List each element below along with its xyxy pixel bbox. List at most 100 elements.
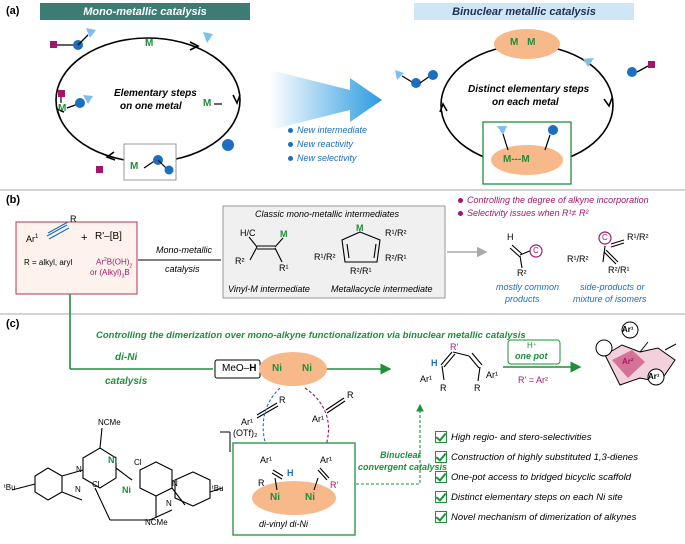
- product-h: H: [507, 232, 514, 242]
- side-r1r2-top: R¹/R²: [627, 232, 649, 242]
- advantage-reactivity: New reactivity: [288, 139, 353, 149]
- metallacycle-caption: Metallacycle intermediate: [331, 284, 433, 294]
- complex-tbu-right: ᵗBu: [212, 484, 224, 493]
- complex-n-1: N: [76, 465, 82, 474]
- diene-r-left: R: [440, 383, 447, 393]
- complex-tbu-left: ᵗBu: [4, 483, 16, 492]
- catalysis-line2: catalysis: [105, 376, 148, 387]
- vinyl-m: M: [280, 229, 288, 239]
- di-ni-complex-structure: [11, 427, 223, 521]
- alkyne2-ar: Ar¹: [312, 414, 324, 424]
- panel-b-label: (b): [6, 194, 21, 206]
- complex-ncme-top: NCMe: [98, 418, 121, 427]
- boron-def-2: or (Alkyl)3B: [90, 268, 130, 280]
- alkyne1-ar: Ar¹: [241, 417, 253, 427]
- alkyne2-r: R: [347, 390, 354, 400]
- meoh-label: MeO–H: [222, 363, 257, 374]
- divinyl-rprime: R': [330, 480, 339, 490]
- product-c: C: [533, 246, 539, 255]
- complex-ni-upper: Ni: [108, 455, 117, 465]
- diene-rprime: R': [450, 342, 459, 352]
- alkyne-r-def: R = alkyl, aryl: [24, 258, 73, 267]
- catalysis-line1: di-Ni: [115, 352, 138, 363]
- transition-arrow: [270, 70, 382, 130]
- alkyne-r: R: [70, 214, 77, 224]
- divinyl-ni-right: Ni: [305, 492, 315, 503]
- side-c: C: [602, 233, 608, 242]
- alkyne-ar: Ar1: [26, 234, 39, 244]
- check-one-pot: One-pot access to bridged bicyclic scaff…: [435, 471, 631, 483]
- complex-cl-lower: Cl: [92, 480, 100, 489]
- panel-a-label: (a): [6, 5, 20, 17]
- product-r2: R²: [517, 268, 527, 278]
- one-pot-label: one pot: [515, 351, 548, 361]
- mono-center-line2: on one metal: [120, 101, 182, 112]
- divinyl-h: H: [287, 468, 294, 478]
- issue-selectivity: Selectivity issues when R¹≠ R²: [458, 208, 588, 218]
- check-distinct-steps: Distinct elementary steps on each Ni sit…: [435, 491, 623, 503]
- boron-reagent: R'–[B]: [95, 231, 122, 242]
- complex-n-2: N: [75, 485, 81, 494]
- check-mechanism: Novel mechanism of dimerization of alkyn…: [435, 511, 636, 523]
- route-mono-2: catalysis: [165, 264, 200, 274]
- complex-counterion: (OTf)₂: [233, 428, 258, 438]
- metal-left: M: [58, 103, 67, 114]
- complex-n-3: N: [172, 479, 178, 488]
- common-products-2: products: [505, 294, 540, 304]
- metallacycle-m: M: [356, 223, 364, 233]
- check-selectivity: High regio- and stero-selectivities: [435, 431, 591, 443]
- ni-left: Ni: [272, 363, 282, 374]
- advantage-intermediate: New intermediate: [288, 125, 367, 135]
- diene-h: H: [431, 358, 438, 368]
- side-r2r1: R²/R¹: [608, 265, 630, 275]
- check-dienes: Construction of highly substituted 1,3-d…: [435, 451, 638, 463]
- binuclear-top-ellipse: [494, 29, 560, 59]
- one-pot-acid: H⁺: [527, 341, 537, 350]
- metallacycle-r2r1-bottom: R²/R¹: [350, 266, 372, 276]
- metallacycle-r1r2-top: R¹/R²: [385, 228, 407, 238]
- vinyl-r1: R¹: [279, 263, 289, 273]
- complex-ncme-bottom: NCMe: [145, 518, 168, 527]
- complex-ni-lower: Ni: [122, 485, 131, 495]
- diene-ar1-left: Ar¹: [420, 374, 432, 384]
- classic-title: Classic mono-metallic intermediates: [255, 209, 400, 219]
- binuclear-bridge: M---M: [503, 154, 530, 165]
- binuclear-center-line2: on each metal: [492, 97, 559, 108]
- vinyl-caption: Vinyl-M intermediate: [228, 284, 310, 294]
- bicyclic-ar2: Ar²: [622, 357, 634, 366]
- divinyl-caption: di-vinyl di-Ni: [259, 519, 309, 529]
- complex-n-4: N: [166, 499, 172, 508]
- mono-center-line1: Elementary steps: [114, 88, 197, 99]
- side-products-1: side-products or: [580, 282, 645, 292]
- divinyl-r-left: R: [258, 478, 265, 488]
- issue-incorporation: Controlling the degree of alkyne incorpo…: [458, 195, 649, 205]
- metal-bottom: M: [130, 161, 139, 172]
- metallacycle-r2r1-right: R²/R¹: [385, 253, 407, 263]
- vinyl-hc: H/C: [240, 228, 256, 238]
- metallacycle-r1r2-left: R¹/R²: [314, 252, 336, 262]
- divinyl-ar1-right: Ar¹: [320, 455, 332, 465]
- side-products-2: mixture of isomers: [573, 294, 647, 304]
- plus-sign: +: [81, 232, 88, 244]
- panel-c-title: Controlling the dimerization over mono-a…: [96, 330, 526, 341]
- one-pot-box: [507, 339, 561, 365]
- binuclear-convergent-2: convergent catalysis: [358, 462, 448, 472]
- divinyl-ni-left: Ni: [270, 492, 280, 503]
- di-ni-ellipse: [259, 352, 327, 386]
- reactants-box: [15, 221, 138, 295]
- binuclear-convergent-1: Binuclear: [380, 450, 422, 460]
- metal-top: M: [145, 38, 154, 49]
- bicyclic-ar1-top: Ar¹: [622, 325, 634, 334]
- panel-c-label: (c): [6, 318, 20, 330]
- diene-ar1-right: Ar¹: [486, 370, 498, 380]
- binuclear-pair: M M: [510, 37, 536, 48]
- diene-r-right: R: [474, 383, 481, 393]
- bicyclic-ar1-bottom: Ar¹: [648, 372, 660, 381]
- complex-cl-upper: Cl: [134, 458, 142, 467]
- common-products-1: mostly common: [496, 282, 560, 292]
- ni-right: Ni: [302, 363, 312, 374]
- alkyne1-r: R: [279, 395, 286, 405]
- boron-def-1: Ar2B(OH)2: [96, 257, 133, 270]
- classic-intermediates-box: [222, 205, 446, 299]
